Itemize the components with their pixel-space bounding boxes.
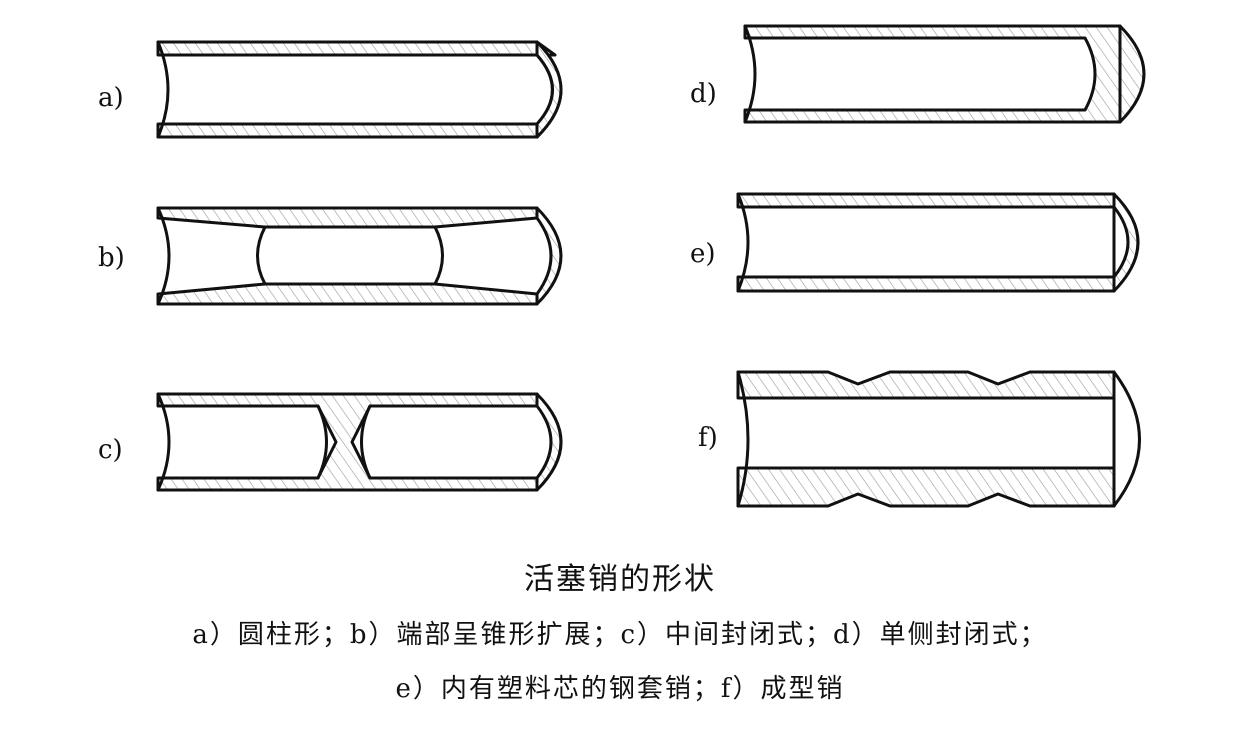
pin-f-profiled xyxy=(736,370,1141,508)
panel-label-c: c) xyxy=(98,435,123,465)
panel-label-f: f) xyxy=(698,423,718,453)
pin-e-steel-sleeve-plastic-core xyxy=(736,192,1140,293)
panel-label-e: e) xyxy=(690,239,716,269)
figure-title: 活塞销的形状 xyxy=(524,562,716,597)
panel-label-a: a) xyxy=(98,83,124,113)
pin-c-middle-closed xyxy=(156,392,563,492)
pin-b-conical-ends xyxy=(156,206,563,306)
panel-label-b: b) xyxy=(98,243,125,273)
pin-a-cylindrical xyxy=(156,40,563,139)
figure-caption-line-1: a）圆柱形；b）端部呈锥形扩展；c）中间封闭式；d）单侧封闭式； xyxy=(192,620,1048,650)
panel-label-d: d) xyxy=(690,79,717,109)
figure-caption-line-2: e）内有塑料芯的钢套销；f）成型销 xyxy=(395,674,845,704)
pin-d-single-side-closed xyxy=(743,24,1146,124)
